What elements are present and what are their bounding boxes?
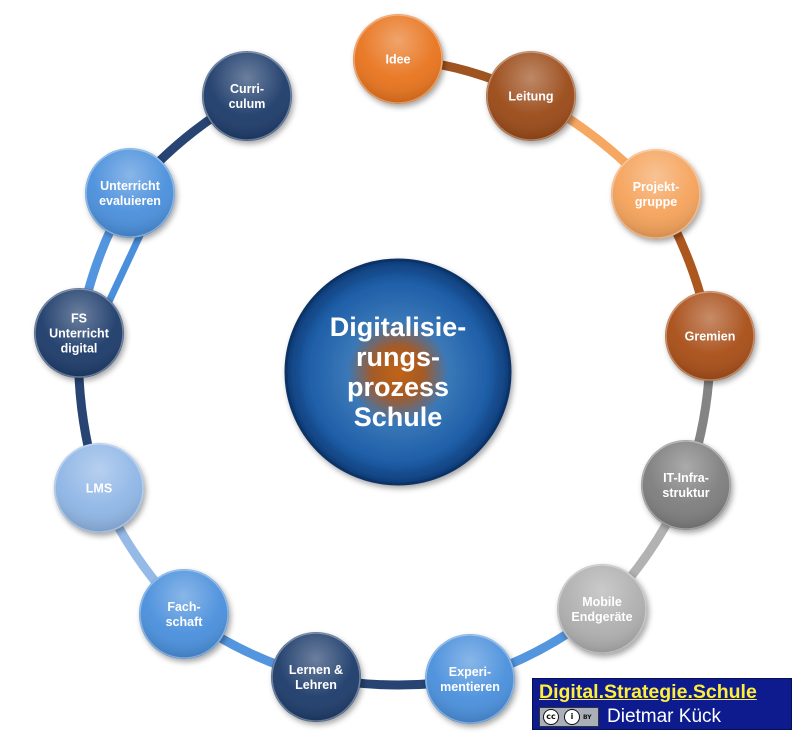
- node-label: struktur: [662, 486, 709, 500]
- node-rim: [611, 149, 701, 239]
- node-label: Lernen &: [289, 663, 343, 677]
- node-highlight: [353, 14, 443, 104]
- node-highlight: [486, 51, 576, 141]
- node-label: Curri-: [230, 82, 264, 96]
- center-title-line: Digitalisie-: [330, 312, 467, 342]
- node-label: Lehren: [295, 678, 337, 692]
- center-title-line: rungs-: [356, 342, 440, 372]
- node-leitung: Leitung: [486, 51, 576, 141]
- node-rim: [486, 51, 576, 141]
- node-lms: LMS: [54, 443, 144, 533]
- node-rim: [271, 632, 361, 722]
- license-by-label: BY: [583, 714, 592, 721]
- node-label: evaluieren: [99, 194, 161, 208]
- node-gremien: Gremien: [665, 291, 755, 381]
- node-label: Unterricht: [49, 327, 110, 341]
- node-label: Idee: [385, 53, 410, 67]
- node-label: Unterricht: [100, 179, 161, 193]
- node-rim: [557, 564, 647, 654]
- node-label: LMS: [86, 482, 112, 496]
- node-highlight: [271, 632, 361, 722]
- branding-box: Digital.Strategie.Schule cc i BY Dietmar…: [532, 678, 792, 730]
- node-label: Endgeräte: [571, 610, 632, 624]
- node-rim: [54, 443, 144, 533]
- node-label: schaft: [166, 615, 204, 629]
- node-label: Fach-: [167, 600, 200, 614]
- node-label: Mobile: [582, 595, 622, 609]
- node-lernen-lehren: Lernen &Lehren: [271, 632, 361, 722]
- node-fachschaft: Fach-schaft: [139, 569, 229, 659]
- node-highlight: [139, 569, 229, 659]
- node-highlight: [611, 149, 701, 239]
- node-highlight: [557, 564, 647, 654]
- node-highlight: [54, 443, 144, 533]
- node-experimentieren: Experi-mentieren: [425, 634, 515, 724]
- node-rim: [202, 51, 292, 141]
- process-nodes: IdeeLeitungProjekt-gruppeGremienIT-Infra…: [34, 14, 755, 724]
- node-label: Gremien: [685, 330, 736, 344]
- node-label: Projekt-: [633, 180, 680, 194]
- center-circle-shape: [284, 258, 512, 486]
- brand-title[interactable]: Digital.Strategie.Schule: [539, 681, 757, 703]
- center-title-line: prozess: [347, 372, 449, 402]
- node-curriculum: Curri-culum: [202, 51, 292, 141]
- node-it-infrastruktur: IT-Infra-struktur: [641, 440, 731, 530]
- cc-by-license-icon: cc i BY: [539, 707, 599, 727]
- node-rim: [665, 291, 755, 381]
- creative-commons-icon: cc: [543, 709, 559, 725]
- center-title-line: Schule: [354, 402, 443, 432]
- node-label: gruppe: [635, 195, 677, 209]
- node-highlight: [34, 288, 124, 378]
- node-rim: [641, 440, 731, 530]
- node-idee: Idee: [353, 14, 443, 104]
- brand-author: Dietmar Kück: [607, 706, 722, 727]
- node-rim: [34, 288, 124, 378]
- node-highlight: [425, 634, 515, 724]
- node-highlight: [202, 51, 292, 141]
- attribution-person-icon: i: [564, 709, 580, 725]
- node-highlight: [665, 291, 755, 381]
- node-highlight: [641, 440, 731, 530]
- node-label: IT-Infra-: [663, 471, 709, 485]
- node-label: digital: [61, 342, 98, 356]
- node-label: FS: [71, 312, 87, 326]
- node-label: culum: [229, 97, 266, 111]
- node-label: Experi-: [449, 665, 491, 679]
- node-rim: [353, 14, 443, 104]
- node-highlight: [85, 148, 175, 238]
- node-rim: [85, 148, 175, 238]
- node-rim: [139, 569, 229, 659]
- node-label: Leitung: [508, 90, 553, 104]
- node-label: mentieren: [440, 680, 500, 694]
- node-rim: [425, 634, 515, 724]
- node-projektgruppe: Projekt-gruppe: [611, 149, 701, 239]
